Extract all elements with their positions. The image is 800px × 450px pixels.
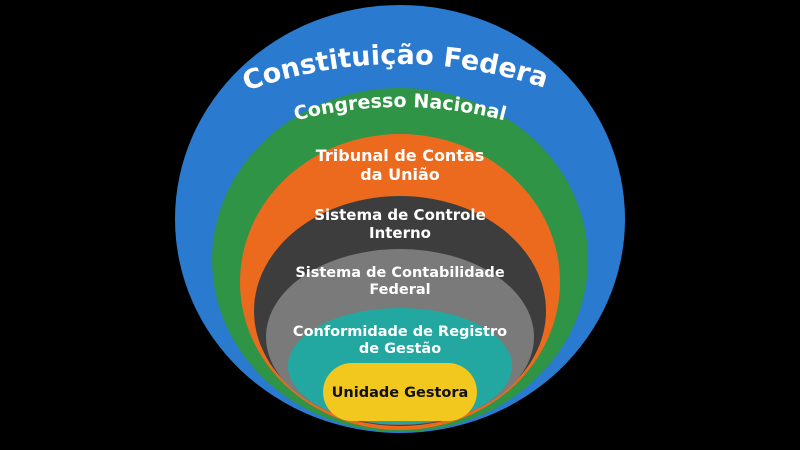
label-controle-interno-line1: Sistema de Controle [314, 206, 486, 224]
label-conformidade-registro-line1: Conformidade de Registro [293, 324, 507, 340]
layer-unidade-gestora [323, 363, 477, 421]
label-conformidade-registro-line2: de Gestão [359, 341, 441, 357]
label-contabilidade-federal-line1: Sistema de Contabilidade [295, 265, 504, 281]
label-tribunal-de-contas-line2: da União [360, 165, 439, 184]
label-contabilidade-federal-line2: Federal [369, 282, 430, 298]
label-controle-interno-line2: Interno [369, 224, 431, 242]
label-tribunal-de-contas-line1: Tribunal de Contas [316, 146, 485, 165]
label-unidade-gestora: Unidade Gestora [332, 385, 469, 401]
